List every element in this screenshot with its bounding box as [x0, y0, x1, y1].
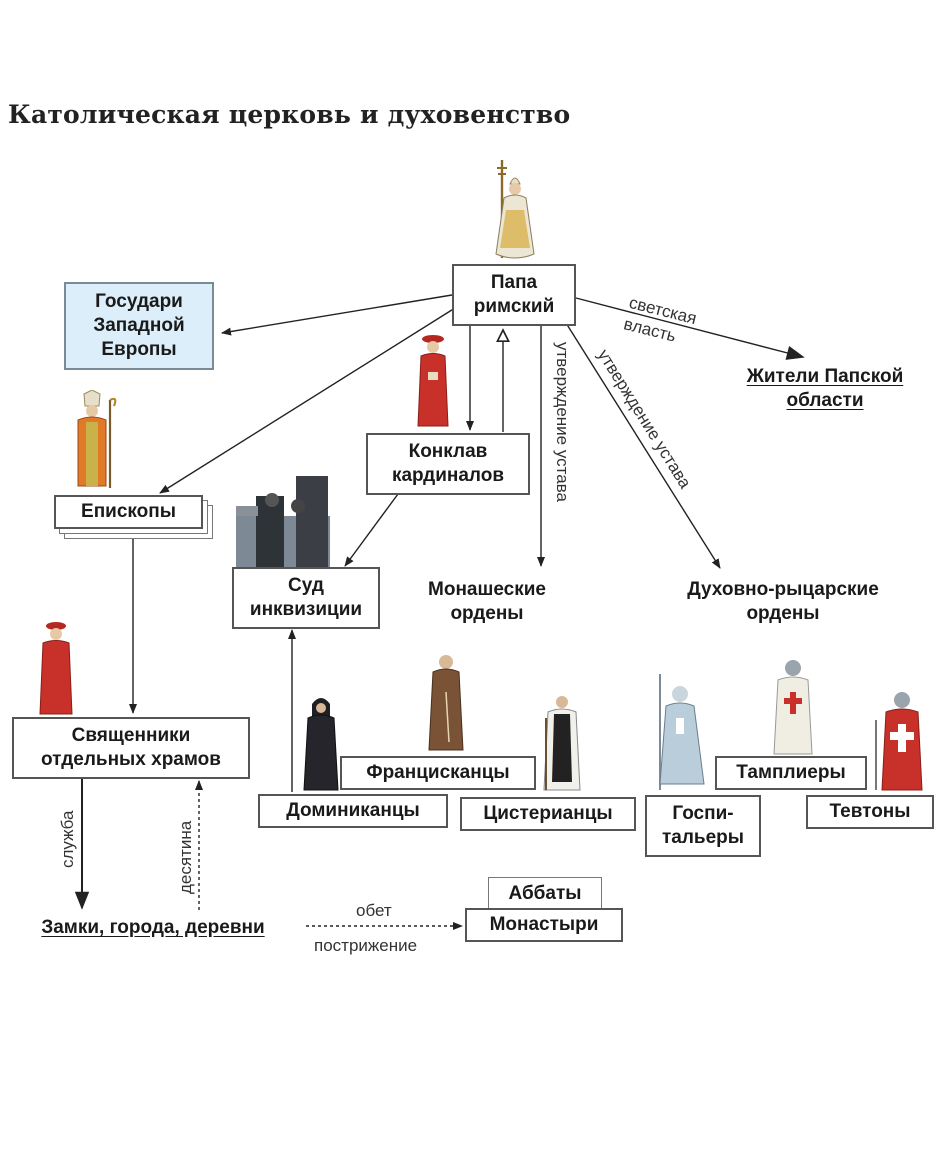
inquisition-illustration [236, 476, 330, 568]
node-bishops: Епископы [54, 495, 203, 529]
node-abbots: Аббаты [508, 883, 582, 904]
edge-pope-bishops [159, 307, 456, 494]
abbots-back-box [488, 877, 602, 909]
node-monastic-orders: Монашеские ордены [428, 579, 546, 624]
node-teutons: Тевтоны [806, 795, 934, 829]
label-tithe: десятина [176, 820, 195, 894]
label-service: служба [58, 810, 77, 868]
templar-figure [773, 660, 813, 755]
node-inquisition: Суд инквизиции [232, 567, 380, 629]
pope-figure [495, 160, 535, 259]
node-hospitallers: Госпи- тальеры [645, 795, 761, 857]
label-charter-monastic: утверждение устава [553, 342, 572, 502]
edge-pope-knight [565, 322, 721, 569]
label-tonsure: пострижение [314, 936, 418, 955]
node-monasteries: Монастыри [465, 908, 623, 942]
node-knight-orders: Духовно-рыцарские ордены [687, 579, 879, 624]
cardinal-figure-left [39, 622, 73, 715]
cistercian-figure [543, 696, 581, 791]
edge-pope-monarchs [221, 294, 453, 336]
cardinal-figure-top [417, 335, 449, 427]
page-title: Католическая церковь и духовенство [8, 100, 571, 129]
node-conclave: Конклав кардиналов [366, 433, 530, 495]
edge-pope-residents [575, 297, 805, 360]
node-papal-residents: Жители Папской области [746, 366, 904, 411]
node-monarchs: Государи Западной Европы [64, 282, 214, 370]
franciscan-figure [428, 655, 464, 751]
node-dominicans: Доминиканцы [258, 794, 448, 828]
node-pope: Папа римский [452, 264, 576, 326]
dominican-figure [303, 698, 339, 791]
node-priests: Священники отдельных храмов [12, 717, 250, 779]
hospitaller-figure [659, 674, 705, 790]
label-vow: обет [356, 901, 392, 920]
bishop-figure [77, 390, 117, 488]
node-cistercians: Цистерианцы [460, 797, 636, 831]
edge-conclave-inquisition [344, 493, 399, 567]
teuton-figure [875, 692, 923, 791]
node-castles: Замки, города, деревни [41, 917, 265, 938]
node-templars: Тамплиеры [715, 756, 867, 790]
node-franciscans: Францисканцы [340, 756, 536, 790]
